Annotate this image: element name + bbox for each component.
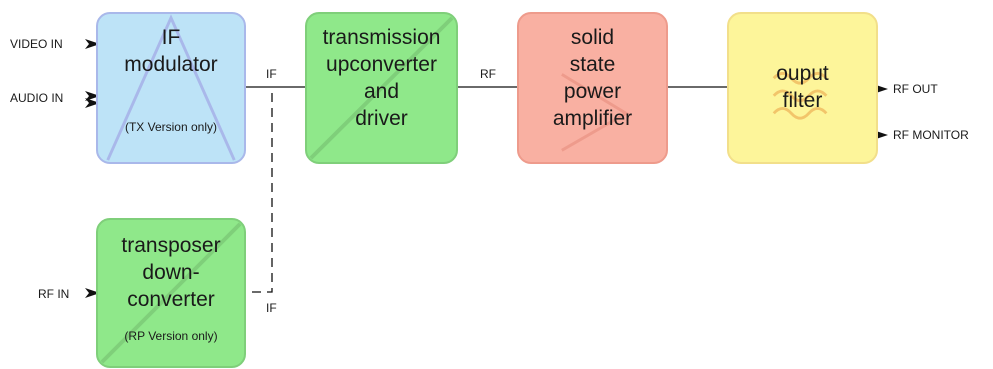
filter-line1: ouput — [776, 62, 829, 85]
transmission-line4: driver — [355, 107, 408, 130]
transposer-line1: transposer — [121, 234, 221, 257]
filter-line2: filter — [782, 89, 823, 112]
if-modulator-line2: modulator — [124, 53, 218, 76]
video-in-arrow-icon — [85, 39, 100, 49]
rf-link-label: RF — [480, 67, 496, 81]
video-in-label: VIDEO IN — [10, 37, 63, 51]
output-filter-block: ouput filter — [727, 12, 878, 164]
transposer-block: transposer down- converter (RP Version o… — [96, 218, 246, 368]
amplifier-line4: amplifier — [552, 107, 633, 130]
if-modulator-block: IF modulator (TX Version only) — [96, 12, 246, 164]
transposer-line3: converter — [127, 288, 215, 311]
amplifier-line3: power — [563, 80, 622, 103]
amplifier-line2: state — [569, 53, 616, 76]
transposer-note: (RP Version only) — [124, 329, 218, 343]
diagonal-slash-icon — [309, 16, 454, 160]
amplifier-line1: solid — [570, 26, 615, 49]
rf-out-label: RF OUT — [893, 82, 938, 96]
transmission-line2: upconverter — [326, 53, 437, 76]
audio-in-label: AUDIO IN — [10, 91, 64, 105]
filter-wave-icon — [772, 71, 828, 120]
amplifier-triangle-icon — [561, 73, 629, 152]
if-link-label: IF — [266, 67, 277, 81]
if-modulator-line1: IF — [161, 26, 181, 49]
transmission-line3: and — [363, 80, 400, 103]
if-bottom-label: IF — [266, 301, 277, 315]
triangle-icon — [106, 14, 236, 161]
rf-monitor-label: RF MONITOR — [893, 128, 969, 142]
transmission-line1: transmission — [322, 26, 441, 49]
audio-in-arrow2-icon — [85, 98, 100, 108]
power-amplifier-block: solid state power amplifier — [517, 12, 668, 164]
if-modulator-note: (TX Version only) — [124, 120, 218, 134]
rf-in-label: RF IN — [38, 287, 70, 301]
transposer-line2: down- — [142, 261, 200, 284]
transmission-upconverter-block: transmission upconverter and driver — [305, 12, 458, 164]
audio-in-arrow-icon — [85, 91, 100, 101]
if-dashed-wire — [252, 93, 273, 293]
diagonal-slash-icon — [100, 222, 242, 364]
rf-in-arrow-icon — [85, 288, 100, 298]
